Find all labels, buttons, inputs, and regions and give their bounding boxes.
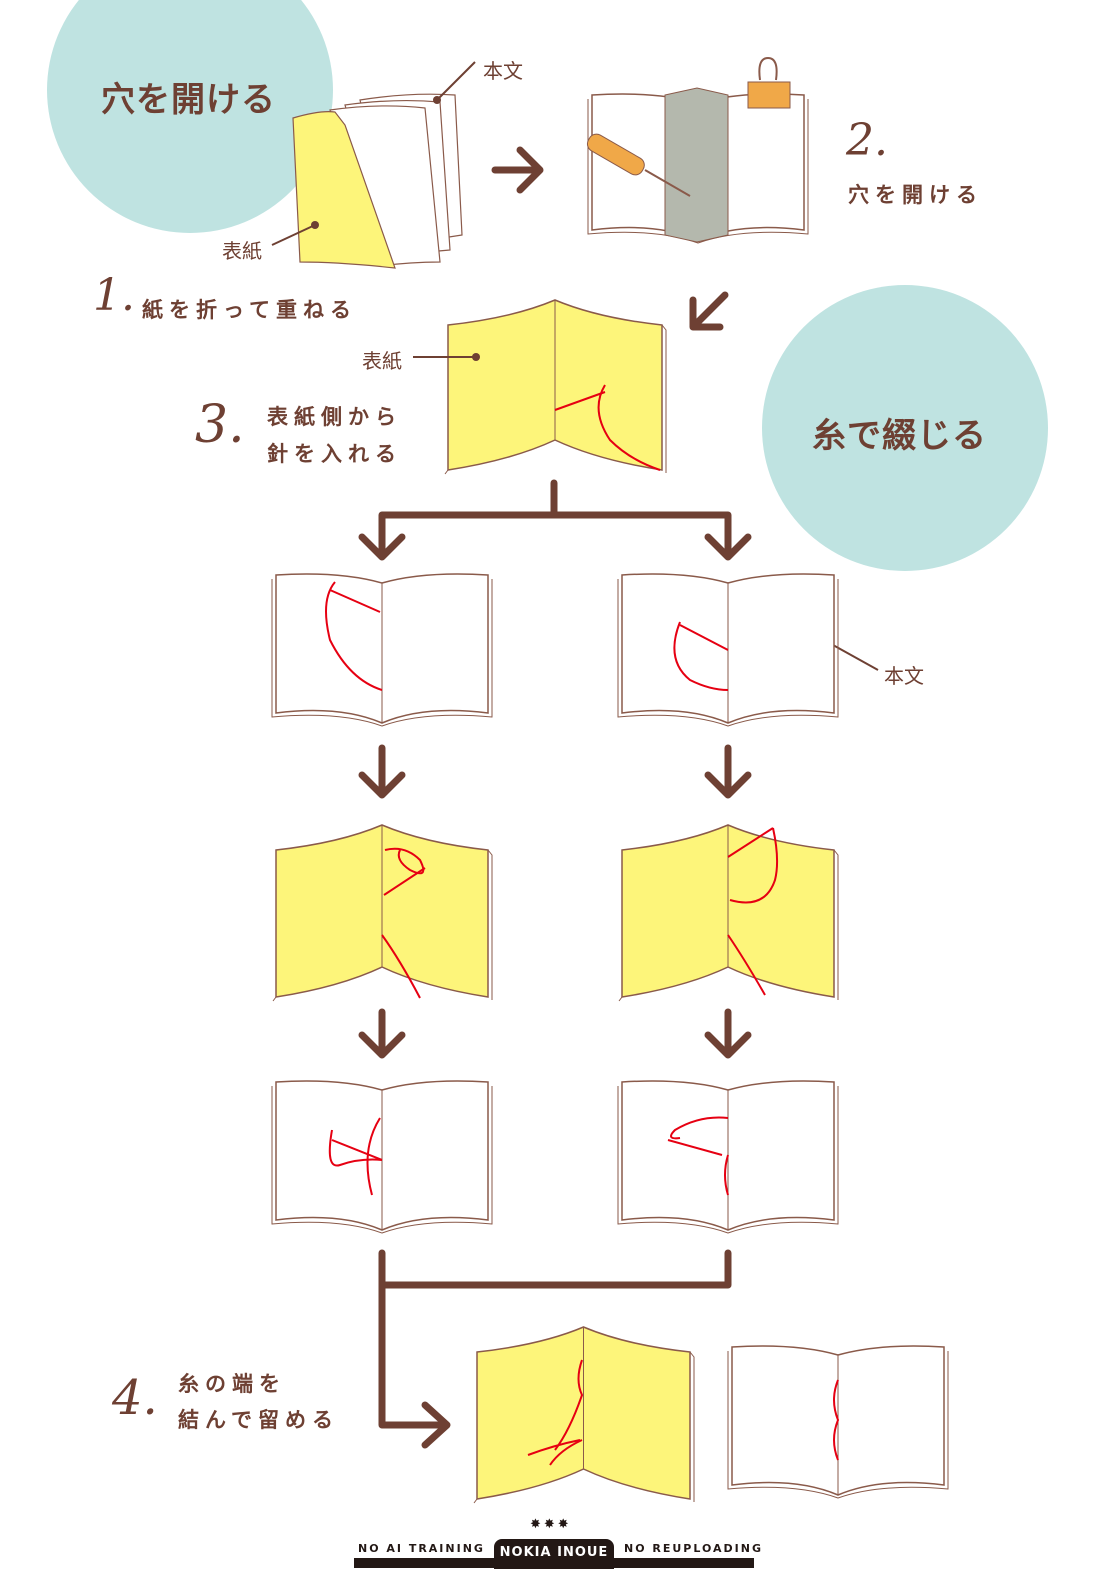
book-edge [727,1351,949,1499]
final-open-book [727,1345,949,1499]
leader-dot [311,221,319,229]
footer-no-reuploading: NO REUPLOADING [624,1542,764,1556]
cover-book-step-3 [444,299,667,475]
label-cover-2: 表紙 [362,349,402,373]
binder-clip-icon [747,56,791,109]
thread [727,827,774,858]
label-body-text: 本文 [483,59,523,83]
step-3-number: 3. [195,395,245,455]
book-left-1 [271,573,493,727]
step-3-text-line2: 針を入れる [267,442,402,466]
footer-banner: ✸✸✸ NO AI TRAINING NOKIA INOUE NO REUPLO… [344,1515,764,1569]
section-title-sew: 糸で綴じる [812,416,987,456]
book-edge [587,99,809,244]
section-title-hole: 穴を開ける [101,80,276,120]
thread [554,1359,584,1451]
thread [384,847,425,875]
thread [328,1129,383,1167]
thread [670,1116,729,1140]
label-cover: 表紙 [222,239,262,263]
star-icons: ✸✸✸ [530,1517,572,1532]
step-4-text-line1: 糸の端を [178,1372,286,1396]
book-left-2 [272,824,493,1002]
thread [724,1154,729,1196]
thread [325,581,383,691]
book-edge [618,849,839,1002]
thread [527,1439,581,1456]
step-2-text: 穴を開ける [848,183,983,207]
thread [549,1439,583,1466]
final-cover-book [473,1326,695,1504]
section-circle-hole [47,0,333,233]
leader-line-body [436,61,476,101]
book-edge [444,324,667,475]
thread [673,621,729,691]
book-edge [271,1086,493,1234]
step-3-text-line1: 表紙側から [267,405,402,429]
arrow-right-icon [491,146,544,194]
thread [331,1139,383,1161]
book-edge [473,1351,695,1504]
step-1-number: 1. [93,270,135,321]
branch-connector [358,479,752,1449]
step-2-number: 2. [846,115,888,166]
thread [329,589,381,613]
book-left-3 [271,1080,493,1234]
awl-icon [586,133,691,197]
leader-dot [472,353,480,361]
book-right-1 [617,573,839,727]
book-edge [272,849,493,1002]
footer-author: NOKIA INOUE [494,1539,614,1569]
thread [366,1117,381,1196]
thread [667,1139,723,1156]
thread [833,1379,840,1461]
step-4-text-line2: 結んで留める [178,1408,339,1432]
spine-gray [664,87,729,243]
thread [729,827,779,904]
label-body-text-2: 本文 [884,664,924,688]
thread [381,934,421,999]
step-4-number: 4. [112,1370,158,1426]
footer-no-ai-training: NO AI TRAINING [358,1542,485,1556]
book-edge [271,579,493,727]
thread [727,934,766,996]
leader-line-cover [271,224,316,246]
arrow-diagonal-icon [689,291,729,331]
book-edge [617,1086,839,1234]
book-right-2 [618,824,839,1002]
thread [679,624,729,651]
leader-dot [433,96,441,104]
step-1-text: 紙を折って重ねる [142,298,357,322]
stacked-papers [292,93,463,269]
book-edge [617,579,839,727]
section-circle-sew [762,285,1048,571]
thread [554,391,606,411]
thread [597,384,661,471]
book-right-3 [617,1080,839,1234]
